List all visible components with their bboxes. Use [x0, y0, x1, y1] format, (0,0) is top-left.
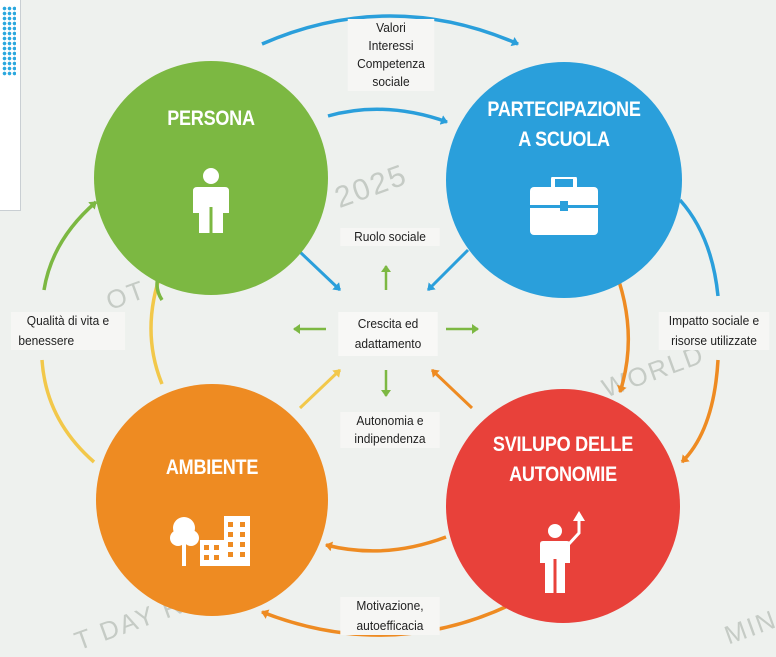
person-icon	[193, 168, 229, 233]
label-right-line-2: risorse utilizzate	[671, 333, 757, 348]
node-partecipazione-title-2: A SCUOLA	[518, 128, 610, 151]
person-growth-icon	[540, 511, 585, 593]
arrow-top-inner	[327, 107, 448, 125]
node-persona-title: PERSONA	[167, 107, 255, 130]
dot-pattern	[2, 6, 16, 76]
node-persona: PERSONA	[94, 61, 328, 295]
arrow-left-green-outer	[42, 200, 98, 291]
tree-building-icon	[170, 516, 250, 566]
arrow-partecipazione-center	[426, 248, 470, 292]
label-ruolo-sociale: Ruolo sociale	[340, 228, 440, 246]
label-top-line-2: Interessi	[368, 38, 414, 53]
label-right: Impatto sociale e risorse utilizzate	[658, 312, 770, 350]
node-partecipazione-title-1: PARTECIPAZIONE	[487, 98, 641, 121]
label-autonomia: Autonomia e indipendenza	[340, 412, 440, 448]
node-ambiente: AMBIENTE	[96, 384, 328, 616]
node-ambiente-title: AMBIENTE	[165, 456, 259, 479]
arrow-sviluppo-center	[430, 368, 474, 410]
label-bottom-line-1: Motivazione,	[356, 598, 424, 613]
arrow-persona-center	[298, 250, 342, 292]
node-sviluppo-title-2: AUTONOMIE	[509, 463, 617, 486]
label-top-line-1: Valori	[376, 20, 406, 35]
arrow-top-outer	[261, 14, 519, 47]
arrow-ambiente-center	[298, 368, 342, 410]
label-left: Qualità di vita e benessere	[10, 312, 126, 350]
label-top: Valori Interessi Competenza sociale	[347, 19, 435, 91]
label-left-line-1: Qualità di vita e	[26, 313, 110, 328]
label-left-line-2: benessere	[18, 333, 75, 348]
briefcase-icon	[530, 177, 598, 235]
label-top-line-3: Competenza	[357, 56, 425, 71]
arrow-right-blue	[678, 198, 720, 297]
arrow-bottom-inner	[325, 535, 447, 553]
label-bottom-line-2: autoefficacia	[356, 618, 424, 633]
arrow-left-yellow-outer	[40, 359, 96, 464]
node-sviluppo-title-1: SVILUPO DELLE	[492, 433, 634, 456]
label-bottom: Motivazione, autoefficacia	[340, 597, 440, 635]
node-partecipazione: PARTECIPAZIONE A SCUOLA	[446, 62, 682, 298]
center-box: Crescita ed adattamento	[338, 312, 438, 356]
label-top-line-4: sociale	[372, 74, 410, 89]
corner-panel	[0, 0, 21, 211]
node-sviluppo: SVILUPO DELLE AUTONOMIE	[446, 389, 680, 623]
center-line-2: adattamento	[354, 336, 422, 351]
arrow-right-orange-outer	[680, 359, 720, 464]
label-autonomia-line-2: indipendenza	[354, 431, 426, 446]
label-right-line-1: Impatto sociale e	[668, 313, 760, 328]
label-autonomia-line-1: Autonomia e	[356, 413, 424, 428]
center-line-1: Crescita ed	[357, 316, 419, 331]
